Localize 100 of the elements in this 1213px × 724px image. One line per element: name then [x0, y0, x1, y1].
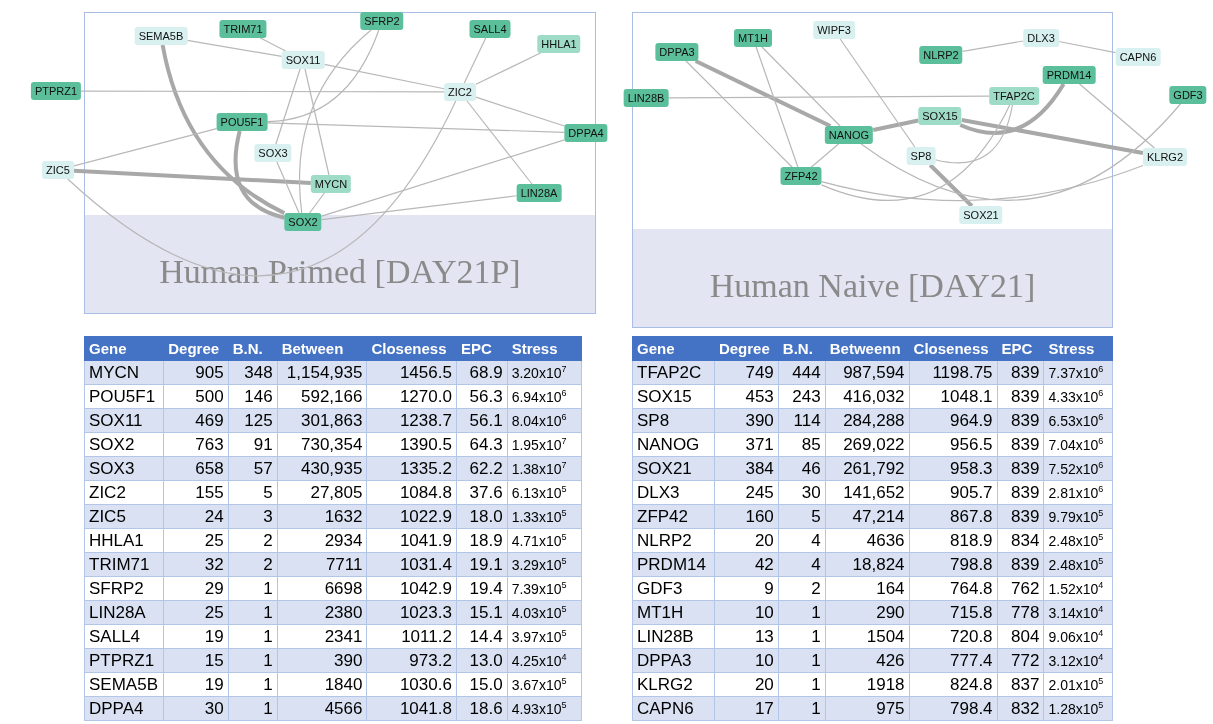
header-cell: EPC	[997, 336, 1044, 361]
gene-node: ZIC2	[444, 83, 476, 101]
network-edge	[67, 100, 457, 277]
table-cell: ZIC2	[84, 480, 164, 505]
gene-node: PTPRZ1	[30, 82, 82, 100]
network-edge	[475, 96, 565, 127]
table-cell: 2341	[277, 624, 367, 649]
table-cell: 1023.3	[366, 600, 457, 625]
table-cell: 1084.8	[366, 480, 457, 505]
table-cell: 1041.9	[366, 528, 457, 553]
table-cell: SOX2	[84, 432, 164, 457]
table-cell: 1031.4	[366, 552, 457, 577]
table-cell: POU5F1	[84, 384, 164, 409]
table-cell: DLX3	[632, 480, 715, 505]
table-cell: 1030.6	[366, 672, 457, 697]
gene-node: CAPN6	[1115, 48, 1161, 66]
table-cell: DPPA4	[84, 696, 164, 721]
table-cell: GDF3	[632, 576, 715, 601]
gene-node: SP8	[906, 147, 936, 165]
header-cell: Stress	[507, 336, 582, 361]
network-edge	[860, 103, 1181, 201]
header-cell: Degree	[163, 336, 229, 361]
network-edge	[73, 168, 311, 185]
table-cell: ZIC5	[84, 504, 164, 529]
gene-node: DPPA4	[564, 124, 608, 142]
gene-node: TFAP2C	[989, 87, 1039, 105]
gene-node: GDF3	[1169, 86, 1207, 104]
network-edge	[928, 163, 974, 208]
gene-node: SOX2	[284, 213, 322, 231]
table-cell: LIN28A	[84, 600, 164, 625]
gene-node: SOX3	[254, 144, 292, 162]
gene-node: HHLA1	[537, 35, 581, 53]
gene-node: SOX11	[281, 51, 325, 69]
network-edge	[80, 90, 445, 93]
table-cell: PTPRZ1	[84, 648, 164, 673]
panel-title: Human Primed [DAY21P]	[158, 253, 522, 291]
gene-node: LIN28B	[623, 89, 669, 107]
table-cell: ZFP42	[632, 504, 715, 529]
network-edge	[961, 118, 1144, 155]
table-cell: 1632	[277, 504, 367, 529]
table-cell: 1041.8	[366, 696, 457, 721]
table-cell: 2380	[277, 600, 367, 625]
table-cell: SOX15	[632, 384, 715, 409]
table-cell: 390	[277, 648, 367, 673]
table-cell: 1042.9	[366, 576, 457, 601]
table-cell: TFAP2C	[632, 360, 715, 385]
network-edge	[934, 104, 1014, 164]
table-cell: 777.4	[909, 648, 998, 673]
network-edge	[685, 60, 793, 168]
gene-node: NLRP2	[919, 46, 963, 64]
table-cell: 1270.0	[366, 384, 457, 409]
table-cell: DPPA3	[632, 648, 715, 673]
network-edge	[321, 195, 518, 221]
gene-node: LIN28A	[516, 184, 562, 202]
table-cell: 592,166	[277, 384, 367, 409]
table-cell: 7711	[277, 552, 367, 577]
header-cell: EPC	[456, 336, 508, 361]
network-edge	[755, 46, 799, 168]
table-cell: MT1H	[632, 600, 715, 625]
table-cell: SP8	[632, 408, 715, 433]
gene-node: TRIM71	[219, 20, 267, 38]
table-cell: CAPN6	[632, 696, 715, 721]
network-edge	[233, 130, 285, 220]
table-cell: 715.8	[909, 600, 998, 625]
table-cell: 27,805	[277, 480, 367, 505]
table-cell: 1198.75	[909, 360, 998, 385]
table-cell: SOX21	[632, 456, 715, 481]
network-edge	[463, 37, 487, 84]
network-edge	[298, 29, 372, 214]
table-cell: SEMA5B	[84, 672, 164, 697]
network-edge	[694, 59, 832, 128]
header-cell: Gene	[84, 336, 164, 361]
table-cell: 6698	[277, 576, 367, 601]
table-cell: 1022.9	[366, 504, 457, 529]
gene-node: NANOG	[824, 126, 874, 144]
table-cell: 430,935	[277, 456, 367, 481]
table-cell: KLRG2	[632, 672, 715, 697]
table-cell: SALL4	[84, 624, 164, 649]
gene-node: KLRG2	[1142, 148, 1188, 166]
network-edge	[810, 143, 840, 168]
table-cell: 824.8	[909, 672, 998, 697]
network-edge	[872, 118, 919, 132]
table-cell: 764.8	[909, 576, 998, 601]
gene-node: SOX21	[959, 206, 1003, 224]
table-cell: LIN28B	[632, 624, 715, 649]
gene-node: SEMA5B	[134, 27, 188, 45]
network-edge	[266, 122, 565, 133]
table-cell: HHLA1	[84, 528, 164, 553]
network-edge	[266, 29, 380, 123]
table-cell: 905.7	[909, 480, 998, 505]
gene-node: MYCN	[310, 175, 352, 193]
header-cell: Gene	[632, 336, 715, 361]
table-cell: 867.8	[909, 504, 998, 529]
gene-node: WIPF3	[813, 21, 855, 39]
table-cell: PRDM14	[632, 552, 715, 577]
table-cell: 956.5	[909, 432, 998, 457]
table-cell: 1,154,935	[277, 360, 367, 385]
table-cell: 958.3	[909, 456, 998, 481]
table-cell: 2934	[277, 528, 367, 553]
network-edge	[321, 139, 565, 217]
